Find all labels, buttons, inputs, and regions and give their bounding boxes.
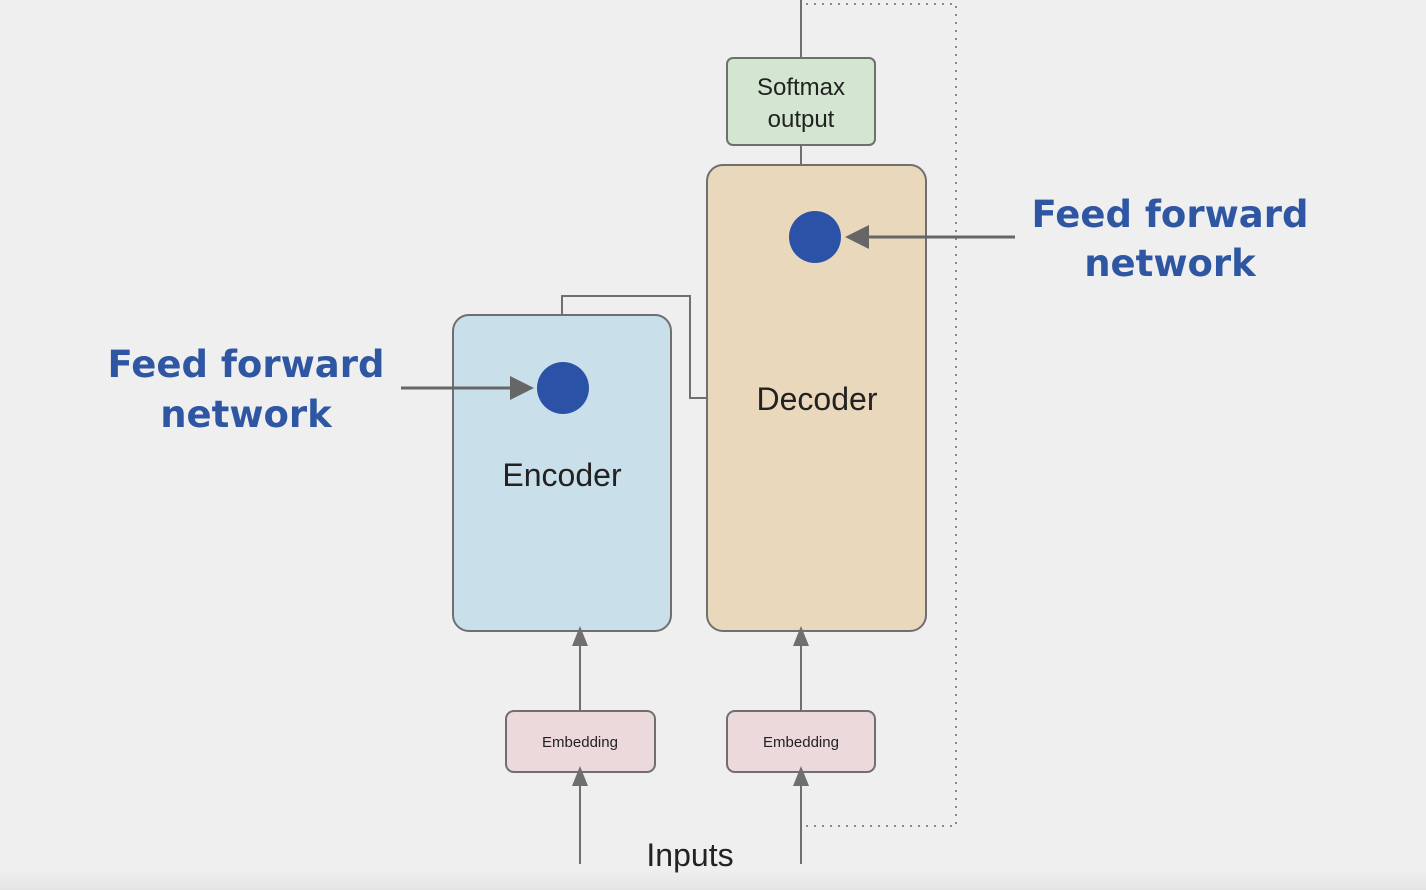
encoder-embedding-label: Embedding <box>542 734 618 751</box>
right-annotation-line2: network <box>1084 242 1257 285</box>
decoder-embedding-box: Embedding <box>726 710 876 773</box>
decoder-embedding-label: Embedding <box>763 734 839 751</box>
encoder-label: Encoder <box>502 457 622 493</box>
encoder-feed-forward-node <box>537 362 589 414</box>
left-annotation-line1: Feed forward <box>108 343 385 386</box>
inputs-label: Inputs <box>646 837 733 873</box>
decoder-box: Decoder <box>706 164 927 632</box>
left-annotation-line2: network <box>160 393 333 436</box>
encoder-box: Encoder <box>452 314 672 632</box>
softmax-label-line2: output <box>768 106 835 133</box>
softmax-output-box: Softmax output <box>726 57 876 146</box>
left-feed-forward-annotation: Feed forward network <box>108 343 385 436</box>
decoder-label: Decoder <box>757 381 878 417</box>
right-annotation-line1: Feed forward <box>1032 193 1309 236</box>
softmax-label-line1: Softmax <box>757 74 845 101</box>
encoder-decoder-connector <box>561 295 707 399</box>
bottom-shade <box>0 870 1426 890</box>
feedback-loop-dotted-line <box>802 3 957 827</box>
decoder-feed-forward-node <box>789 211 841 263</box>
right-feed-forward-annotation: Feed forward network <box>1032 193 1309 285</box>
encoder-embedding-box: Embedding <box>505 710 656 773</box>
